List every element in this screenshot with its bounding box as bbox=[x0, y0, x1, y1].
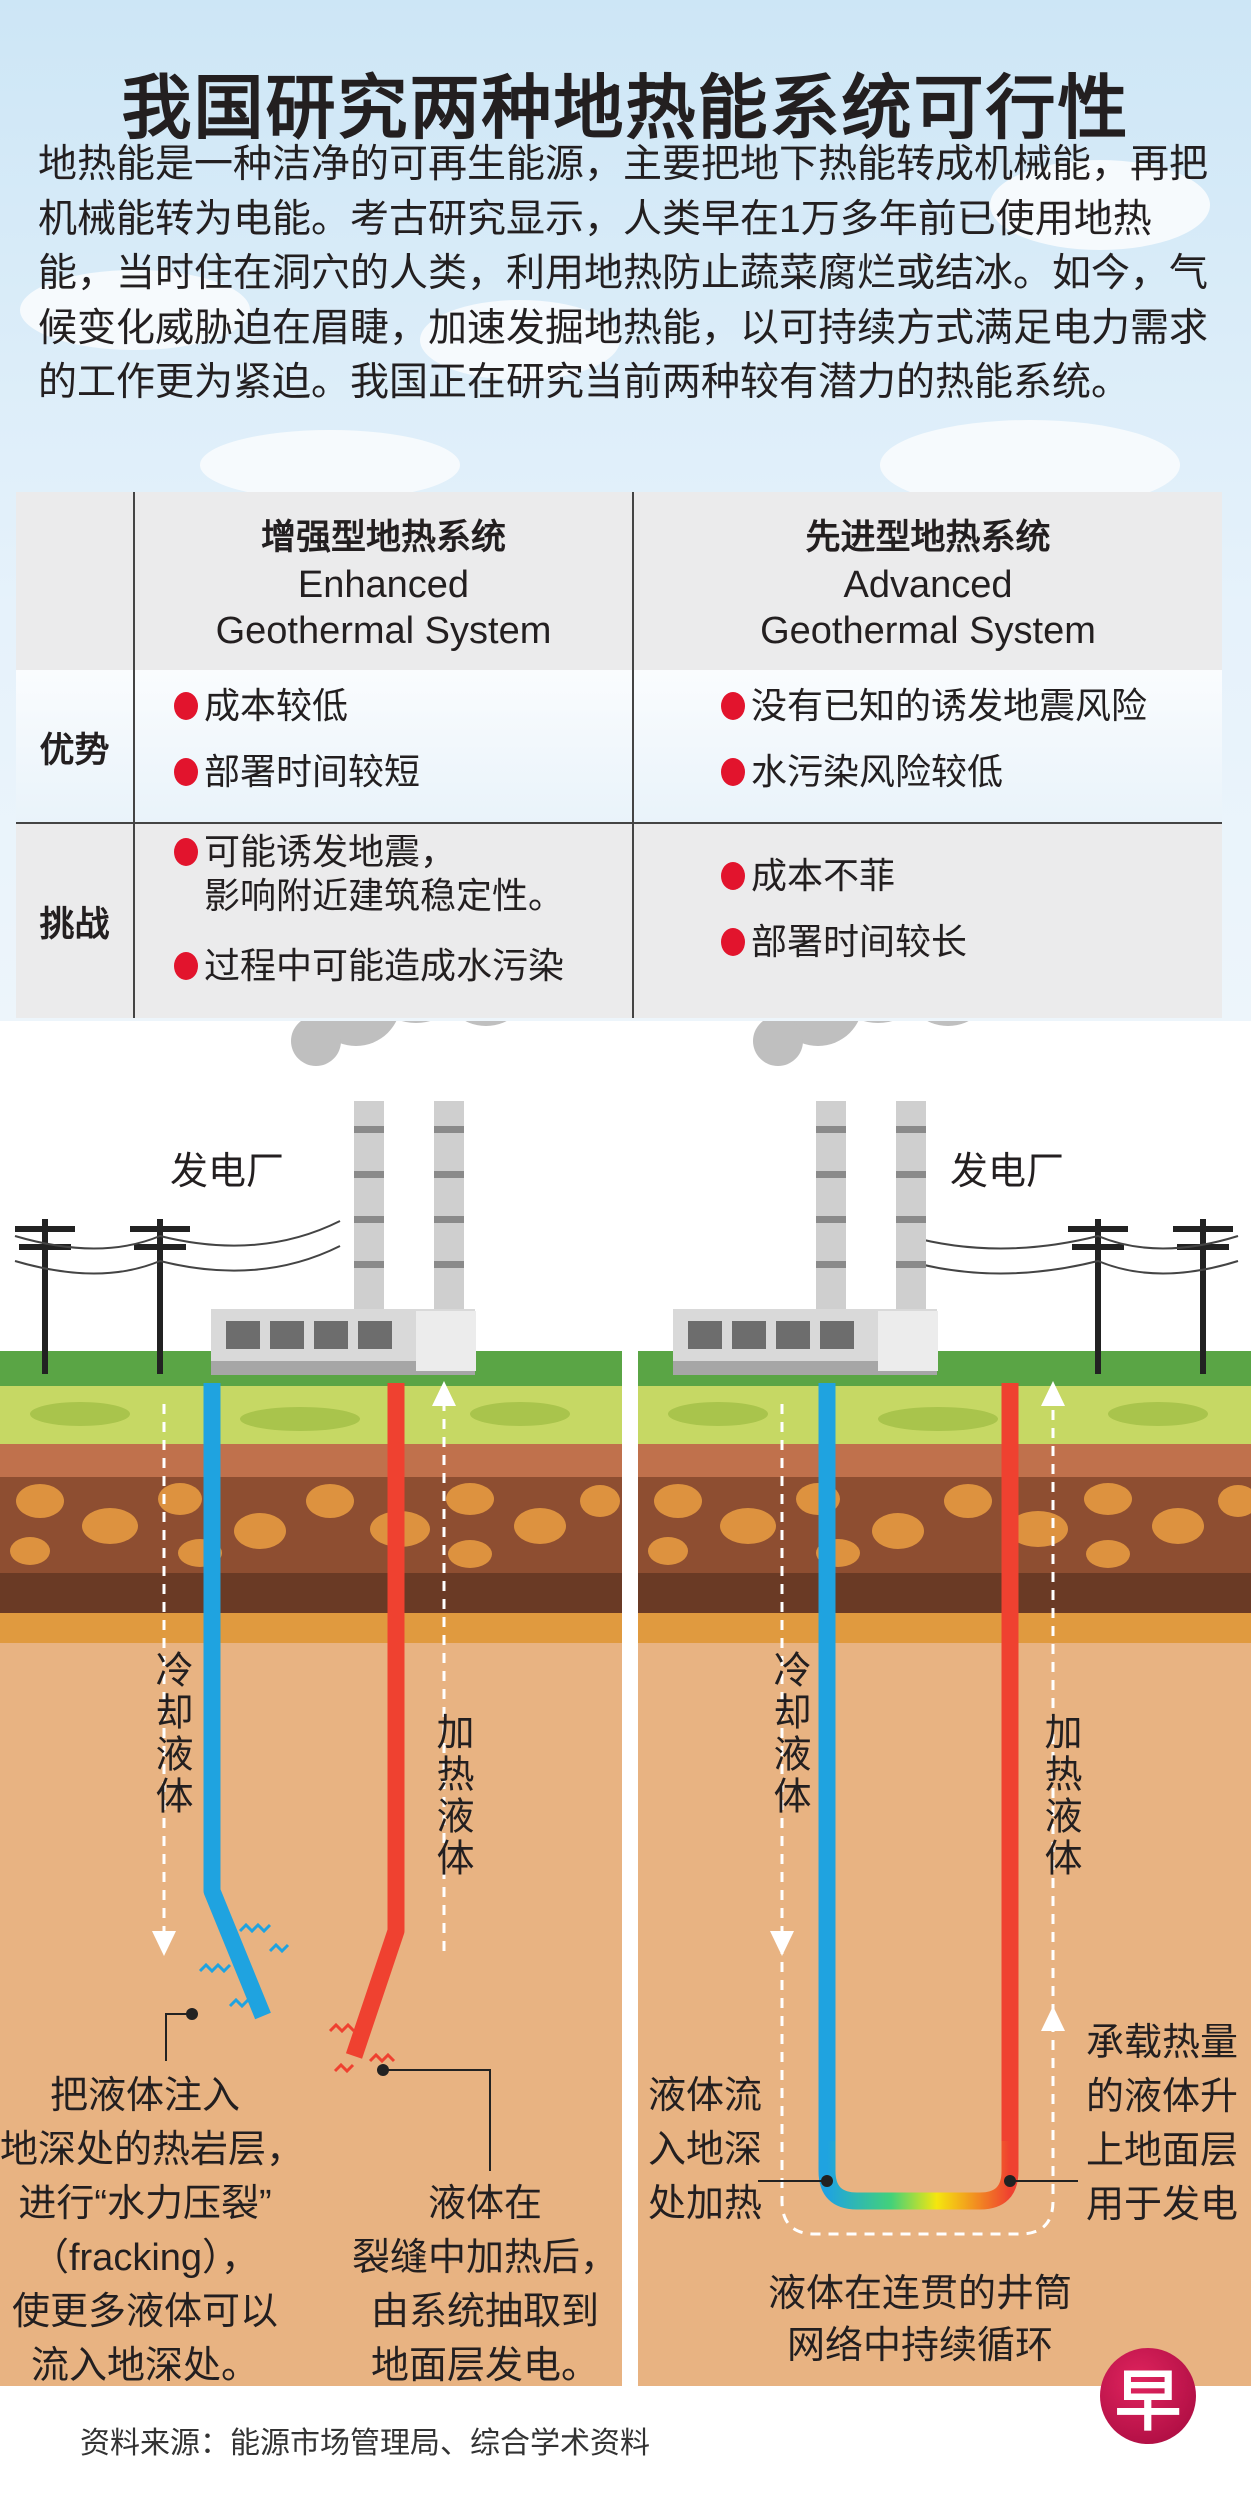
cold-pipe bbox=[203, 1383, 271, 2020]
bullet-icon bbox=[721, 692, 745, 720]
arrow-down-icon bbox=[770, 1931, 794, 1956]
zaobao-logo: 早 bbox=[1100, 2348, 1196, 2444]
bullet-icon bbox=[721, 758, 745, 786]
column-title-en: Geothermal System bbox=[215, 610, 552, 652]
column-title-en: Geothermal System bbox=[760, 610, 1096, 652]
arrow-up-icon bbox=[432, 1381, 456, 1406]
flow-note: 液体流入地深处加热 bbox=[647, 2075, 762, 2225]
list-item: 部署时间较短 bbox=[174, 750, 420, 794]
bullet-icon bbox=[174, 758, 198, 786]
row-label-advantages: 优势 bbox=[39, 730, 110, 770]
list-item: 成本较低 bbox=[174, 684, 348, 728]
list-item: 过程中可能造成水污染 bbox=[174, 944, 564, 988]
cloud bbox=[200, 430, 460, 500]
arrow-up-icon bbox=[1041, 1381, 1065, 1406]
row-label-challenges: 挑战 bbox=[39, 904, 110, 944]
bullet-icon bbox=[174, 838, 198, 866]
column-header-ags: 先进型地热系统 Advanced Geothermal System bbox=[634, 492, 1222, 670]
hot-pipe bbox=[345, 1383, 405, 2059]
heating-note: 液体在裂缝中加热后，由系统抽取到地面层发电。 bbox=[351, 2183, 618, 2387]
cloud bbox=[20, 270, 250, 350]
geothermal-illustration bbox=[0, 1021, 1251, 2386]
column-title-zh: 增强型地热系统 bbox=[260, 518, 506, 557]
arrow-down-icon bbox=[152, 1931, 176, 1956]
bullet-icon bbox=[174, 952, 198, 980]
bullet-icon bbox=[721, 862, 745, 890]
cold-fluid-label: 冷却液体 bbox=[149, 1650, 191, 1818]
loop-note: 液体在连贯的井筒网络中持续循环 bbox=[767, 2273, 1072, 2367]
list-item: 可能诱发地震，影响附近建筑稳定性。 bbox=[174, 830, 564, 918]
list-item: 没有已知的诱发地震风险 bbox=[721, 684, 1147, 728]
ags-panel bbox=[638, 1021, 1251, 2386]
bullet-icon bbox=[721, 928, 745, 956]
rise-note: 承载热量的液体升上地面层用于发电 bbox=[1085, 2022, 1238, 2226]
hot-fluid-label: 加热液体 bbox=[430, 1712, 472, 1880]
source-note: 资料来源：能源市场管理局、综合学术资料 bbox=[80, 2427, 650, 2460]
comparison-table: 增强型地热系统 Enhanced Geothermal System 先进型地热… bbox=[16, 492, 1222, 1018]
list-item: 水污染风险较低 bbox=[721, 750, 1003, 794]
list-item: 成本不菲 bbox=[721, 854, 895, 898]
power-plant-label: 发电厂 bbox=[950, 1151, 1065, 1193]
power-plant-label: 发电厂 bbox=[170, 1151, 285, 1193]
cloud bbox=[990, 160, 1210, 250]
column-header-egs: 增强型地热系统 Enhanced Geothermal System bbox=[135, 492, 632, 670]
column-title-en: Enhanced bbox=[297, 564, 470, 606]
hot-fluid-label: 加热液体 bbox=[1038, 1712, 1080, 1880]
column-title-en: Advanced bbox=[843, 564, 1013, 606]
arrow-up-icon bbox=[1041, 2006, 1065, 2031]
list-item: 部署时间较长 bbox=[721, 920, 967, 964]
column-title-zh: 先进型地热系统 bbox=[805, 518, 1051, 557]
bullet-icon bbox=[174, 692, 198, 720]
fracking-note: 把液体注入地深处的热岩层，进行“水力压裂” （fracking），使更多液体可以… bbox=[0, 2075, 305, 2387]
page-title: 我国研究两种地热能系统可行性 bbox=[121, 69, 1130, 147]
cold-fluid-label: 冷却液体 bbox=[767, 1650, 809, 1818]
logo-text: 早 bbox=[1115, 2364, 1181, 2438]
divider bbox=[16, 822, 1222, 824]
cloud bbox=[420, 300, 620, 380]
advantage-row-bg bbox=[16, 670, 1222, 822]
intro-paragraph: 地热能是一种洁净的可再生能源，主要把地下热能转成机械能，再把机械能转为电能。考古… bbox=[38, 143, 1209, 404]
egs-panel bbox=[0, 1021, 622, 2386]
